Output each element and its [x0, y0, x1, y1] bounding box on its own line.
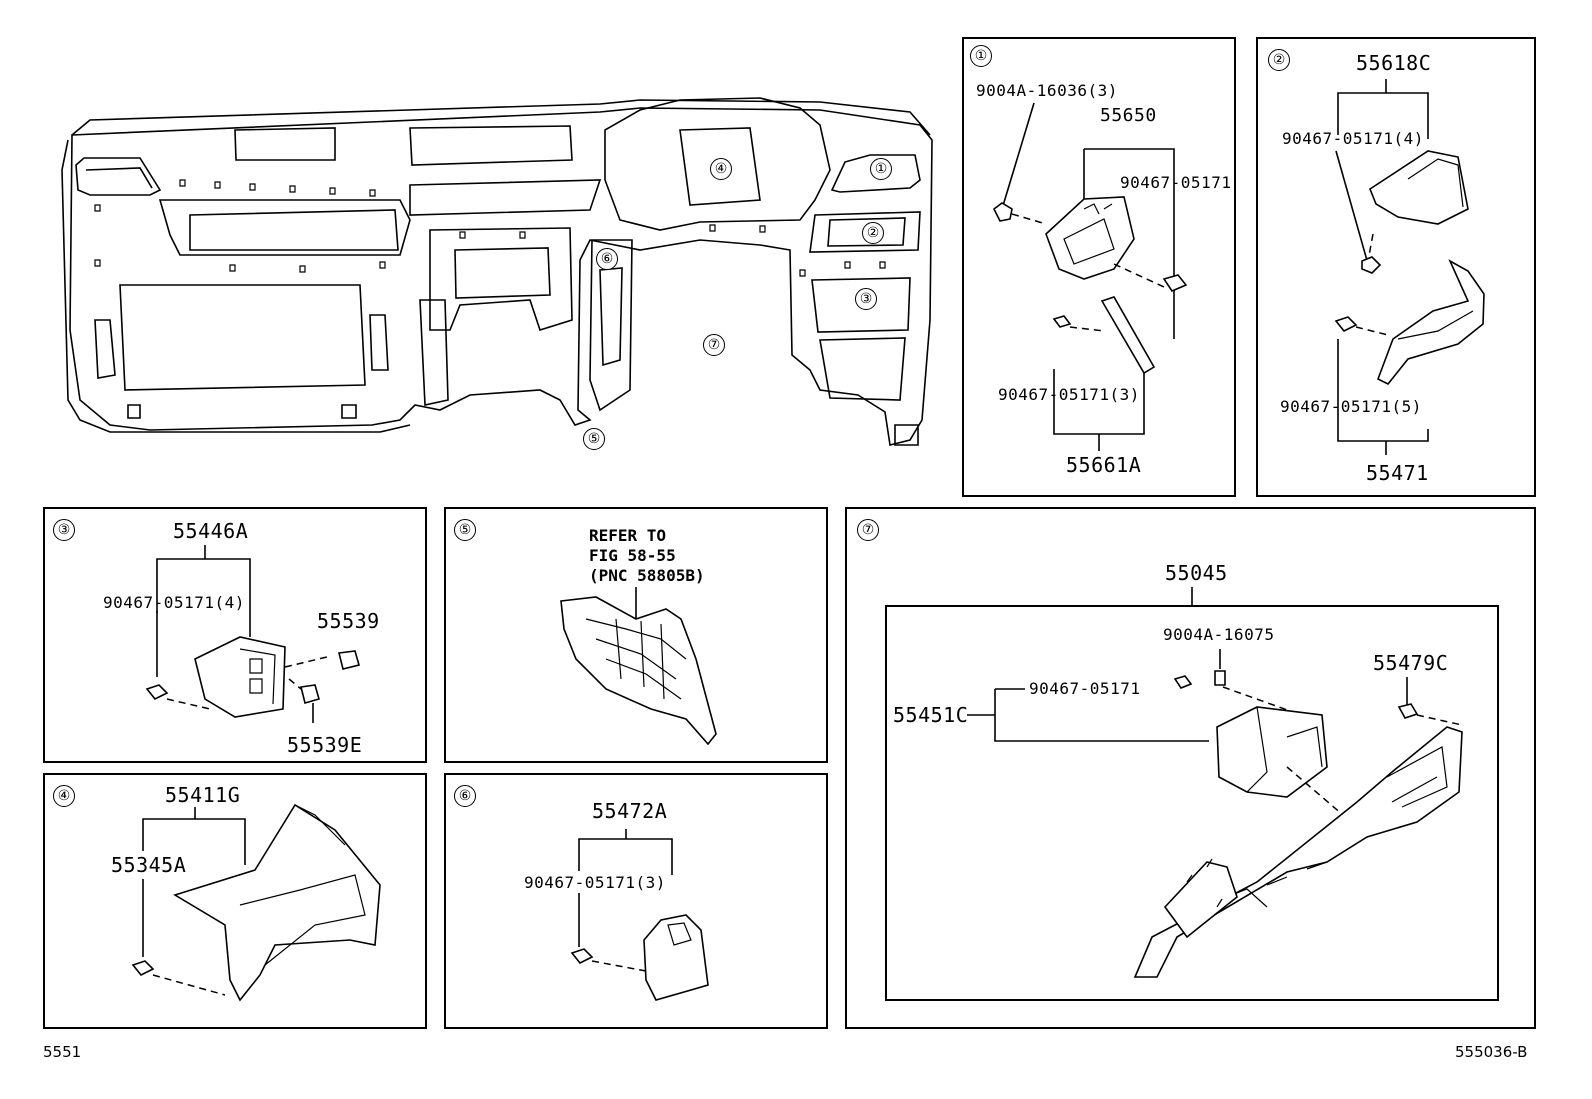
- part-label: 55472A: [592, 799, 668, 823]
- callout-1: ①: [870, 158, 892, 180]
- callout-7: ⑦: [703, 334, 725, 356]
- part-label: 55618C: [1356, 51, 1432, 75]
- part-label: 90467-05171(4): [103, 593, 245, 612]
- panel-1: ① 9004A-16036(3) 55650 90467-05171 90467…: [962, 37, 1236, 497]
- part-label: 55471: [1366, 461, 1429, 485]
- part-label: 55345A: [111, 853, 187, 877]
- panel-5: ⑤ REFER TO FIG 58-55 (PNC 58805B): [444, 507, 828, 763]
- part-label: 90467-05171(3): [998, 385, 1140, 404]
- callout-4: ④: [710, 158, 732, 180]
- part-label: 9004A-16036(3): [976, 81, 1118, 100]
- panel-6-illustration: [570, 829, 709, 1001]
- callout-2: ②: [862, 222, 884, 244]
- panel-3: ③ 55446A 90467-05171(4) 55539 55539E: [43, 507, 427, 763]
- part-label: 55650: [1100, 105, 1157, 126]
- part-label: 90467-05171(5): [1280, 397, 1422, 416]
- panel-7-number: ⑦: [857, 519, 879, 541]
- footer-right-code: 555036-B: [1455, 1043, 1528, 1061]
- part-label: 55411G: [165, 783, 241, 807]
- panel-5-number: ⑤: [454, 519, 476, 541]
- part-label: 55661A: [1066, 453, 1142, 477]
- part-label: 55539E: [287, 733, 363, 757]
- panel-7: ⑦ 55045 9004A-16075 90467-05171 55451C 5…: [845, 507, 1536, 1029]
- reference-note-line: (PNC 58805B): [589, 566, 705, 585]
- panel-3-number: ③: [53, 519, 75, 541]
- panel-3-illustration: [145, 545, 360, 723]
- part-label: 90467-05171(4): [1282, 129, 1424, 148]
- part-label: 90467-05171: [1029, 679, 1141, 698]
- part-label: 55479C: [1373, 651, 1449, 675]
- part-label: 90467-05171: [1120, 173, 1232, 192]
- part-label: 55446A: [173, 519, 249, 543]
- reference-note-line: FIG 58-55: [589, 546, 676, 565]
- panel-7-subgroup-box: 9004A-16075 90467-05171 55451C 55479C: [885, 605, 1499, 1001]
- part-label: 9004A-16075: [1163, 625, 1275, 644]
- panel-2: ② 55618C 90467-05171(4) 90467-05171(5) 5…: [1256, 37, 1536, 497]
- panel-2-number: ②: [1268, 49, 1290, 71]
- footer-left-code: 5551: [43, 1043, 82, 1061]
- panel-1-illustration: [992, 102, 1188, 451]
- panel-4: ④ 55411G 55345A: [43, 773, 427, 1029]
- callout-3: ③: [855, 288, 877, 310]
- panel-4-illustration: [131, 803, 381, 1002]
- panel-4-number: ④: [53, 785, 75, 807]
- callout-5: ⑤: [583, 428, 605, 450]
- reference-note-line: REFER TO: [589, 526, 667, 545]
- panel-5-illustration: [560, 587, 717, 746]
- panel-7-connector: [1191, 587, 1193, 605]
- part-label: 55451C: [893, 703, 969, 727]
- part-label: 90467-05171(3): [524, 873, 666, 892]
- instrument-panel-outline: [61, 97, 933, 446]
- panel-1-number: ①: [970, 45, 992, 67]
- panel-6-number: ⑥: [454, 785, 476, 807]
- part-label: 55045: [1165, 561, 1228, 585]
- panel-2-illustration: [1334, 79, 1485, 455]
- callout-6: ⑥: [596, 248, 618, 270]
- panel-6: ⑥ 55472A 90467-05171(3): [444, 773, 828, 1029]
- panel-7-illustration: [967, 649, 1463, 978]
- part-label: 55539: [317, 609, 380, 633]
